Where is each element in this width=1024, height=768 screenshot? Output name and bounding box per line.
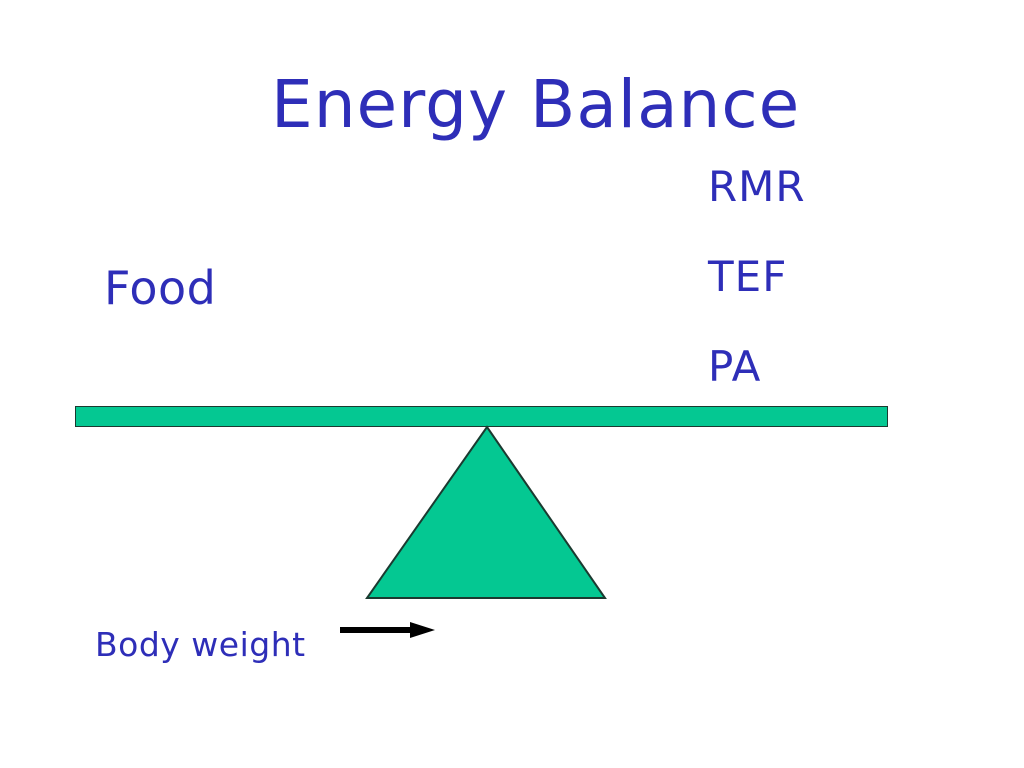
page-title: Energy Balance	[271, 66, 801, 143]
arrow-right-icon	[340, 622, 435, 638]
label-rmr: RMR	[708, 162, 806, 211]
label-tef: TEF	[708, 252, 788, 301]
label-food: Food	[104, 261, 217, 315]
label-pa: PA	[708, 342, 762, 391]
label-body-weight: Body weight	[95, 625, 306, 664]
balance-beam	[75, 406, 888, 427]
fulcrum-triangle	[365, 425, 607, 599]
